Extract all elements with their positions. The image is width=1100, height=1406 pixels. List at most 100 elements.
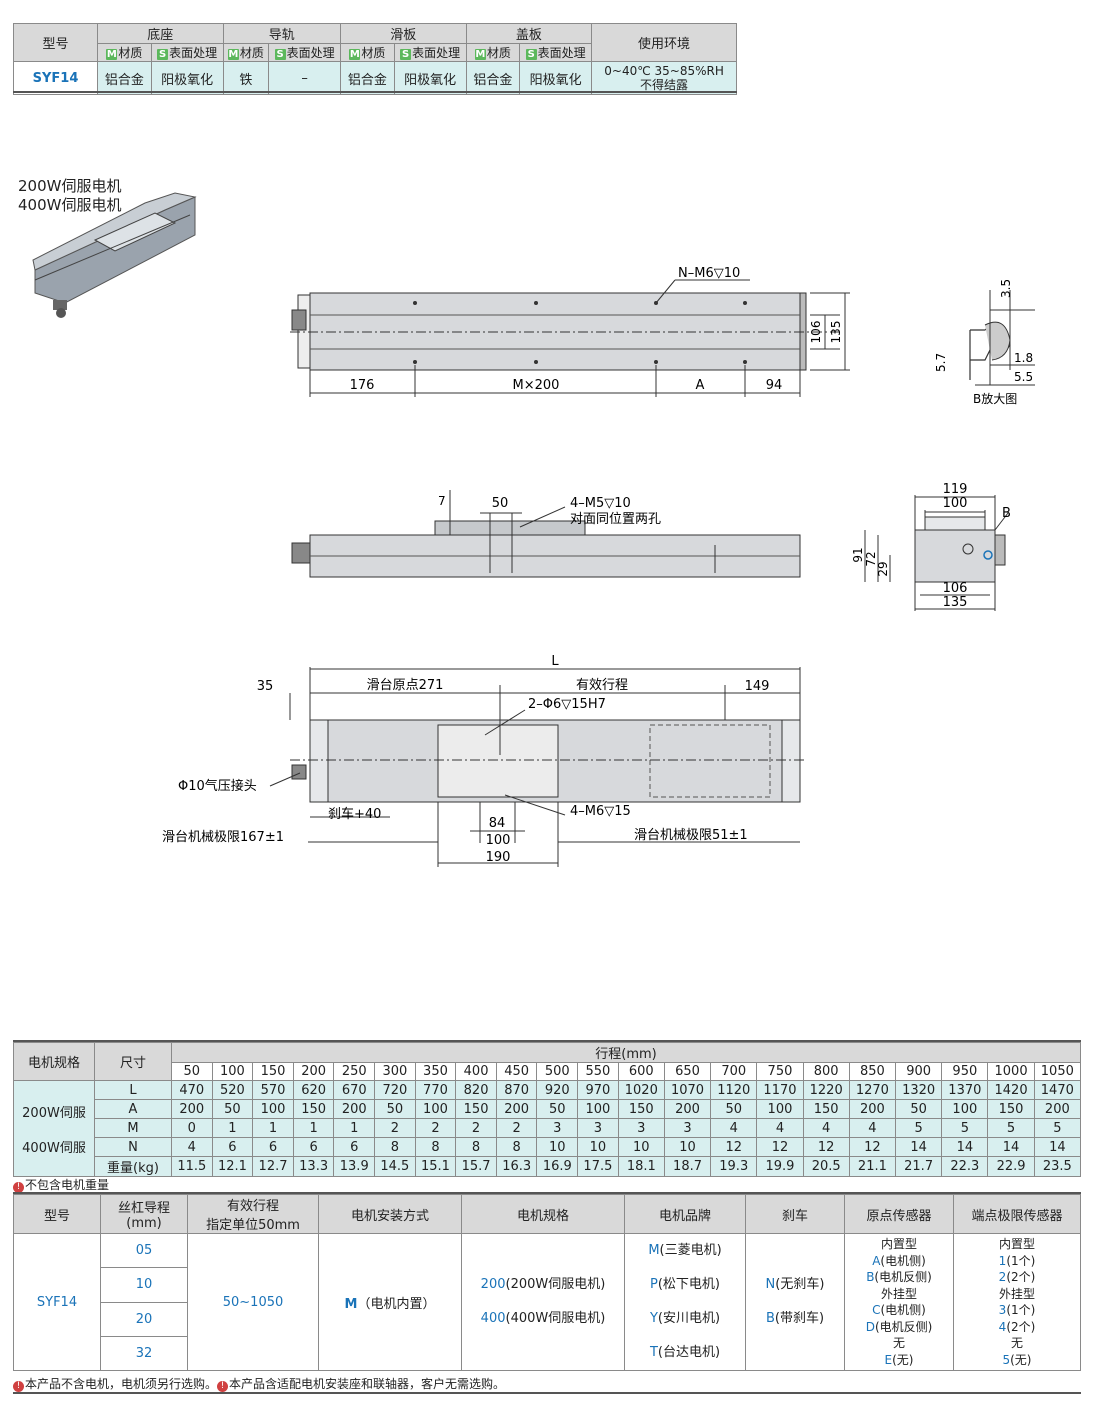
order-brands: M(三菱电机) P(松下电机) Y(安川电机) T(台达电机) <box>624 1233 746 1371</box>
dim-176: 176 <box>350 378 375 393</box>
stroke-cell: 970 <box>577 1080 619 1100</box>
order-lead: 05 <box>100 1232 188 1269</box>
stroke-cell: 4 <box>848 1118 897 1138</box>
brand-option: M(三菱电机) <box>648 1243 722 1258</box>
end-b-marker <box>983 550 993 560</box>
order-lead: 32 <box>100 1335 188 1372</box>
stroke-cell: 5 <box>941 1118 989 1138</box>
plan-35: 35 <box>257 679 274 694</box>
top-hole <box>534 301 538 305</box>
stroke-cell: 23.5 <box>1033 1156 1082 1177</box>
stroke-cell: 6 <box>333 1137 376 1157</box>
stroke-cell: 200 <box>171 1099 213 1119</box>
stroke-cell: 770 <box>414 1080 457 1100</box>
plan-100: 100 <box>486 833 511 848</box>
plan-limit-left: 滑台机械极限167±1 <box>162 830 284 845</box>
stroke-cell: 200 <box>495 1099 538 1119</box>
stroke-cell: 4 <box>171 1137 213 1157</box>
b-35: 3.5 <box>999 280 1013 298</box>
dim-mx200: M×200 <box>513 378 560 393</box>
stroke-cell: 21.7 <box>895 1156 943 1177</box>
order-brake: N(无刹车) B(带刹车) <box>745 1233 845 1371</box>
plan-brake: 刹车+40 <box>328 806 381 822</box>
stroke-cell: 720 <box>374 1080 416 1100</box>
stroke-table-topline <box>13 1040 1081 1042</box>
stroke-cell: 19.3 <box>710 1156 758 1177</box>
b-18: 1.8 <box>1014 351 1033 365</box>
top-hole <box>413 360 417 364</box>
stroke-cell: 150 <box>802 1099 850 1119</box>
b-detail-drawing: 3.5 5.7 1.8 5.5 B放大图 <box>934 280 1035 406</box>
plan-m6: 4–M6▽15 <box>570 804 631 819</box>
motor-caption: 200W伺服电机 400W伺服电机 <box>18 177 122 214</box>
stroke-cell: 5 <box>895 1118 943 1138</box>
plan-view-drawing: L 35 滑台原点271 有效行程 149 2–Φ6▽15H7 Φ10气压接头 … <box>162 655 805 867</box>
stroke-cell: 100 <box>414 1099 457 1119</box>
stroke-cell: 12 <box>848 1137 897 1157</box>
stroke-cell: 2 <box>414 1118 457 1138</box>
stroke-cell: 3 <box>536 1118 579 1138</box>
b-55: 5.5 <box>1014 370 1033 384</box>
top-hole <box>413 301 417 305</box>
brand-option: P(松下电机) <box>650 1277 720 1292</box>
stroke-cell: 13.9 <box>333 1156 376 1177</box>
end-106: 106 <box>943 581 968 596</box>
stroke-cell: 820 <box>455 1080 497 1100</box>
plan-stroke: 有效行程 <box>576 678 628 693</box>
top-n-m6: N–M6▽10 <box>678 266 740 281</box>
end-b-label: B <box>1002 506 1011 521</box>
stroke-cell: 1170 <box>756 1080 804 1100</box>
stroke-h-stroke: 行程(mm) <box>171 1042 1081 1063</box>
order-h-brand: 电机品牌 <box>624 1194 746 1234</box>
stroke-col-header: 850 <box>848 1062 897 1081</box>
note-icon: ! <box>13 1381 24 1392</box>
side-50: 50 <box>492 496 509 511</box>
stroke-col-header: 900 <box>895 1062 943 1081</box>
stroke-cell: 3 <box>617 1118 665 1138</box>
stroke-cell: 20.5 <box>802 1156 850 1177</box>
stroke-cell: 18.1 <box>617 1156 665 1177</box>
stroke-cell: 12 <box>710 1137 758 1157</box>
stroke-col-header: 950 <box>941 1062 989 1081</box>
order-h-limit: 端点极限传感器 <box>953 1194 1081 1234</box>
stroke-cell: 13.3 <box>292 1156 335 1177</box>
stroke-cell: 6 <box>292 1137 335 1157</box>
stroke-cell: 14 <box>1033 1137 1082 1157</box>
stroke-cell: 1320 <box>895 1080 943 1100</box>
stroke-col-header: 1000 <box>987 1062 1035 1081</box>
stroke-cell: 200 <box>333 1099 376 1119</box>
order-table: 型号 丝杠导程(mm) 有效行程指定单位50mm 电机安装方式 电机规格 电机品… <box>13 1194 1081 1372</box>
top-hole <box>743 301 747 305</box>
stroke-cell: 100 <box>577 1099 619 1119</box>
note-icon: ! <box>13 1182 24 1193</box>
stroke-cell: 5 <box>987 1118 1035 1138</box>
brand-option: Y(安川电机) <box>649 1311 721 1326</box>
side-slide-plate <box>434 520 586 536</box>
order-h-stroke: 有效行程指定单位50mm <box>187 1194 319 1234</box>
stroke-cell: 15.7 <box>455 1156 497 1177</box>
order-stroke-range: 50~1050 <box>187 1233 319 1371</box>
stroke-cell: 1370 <box>941 1080 989 1100</box>
stroke-cell: 2 <box>374 1118 416 1138</box>
dim-94: 94 <box>766 378 783 393</box>
stroke-row-label: 重量(kg) <box>94 1156 172 1177</box>
side-view-drawing: 50 7 4–M5▽10 对面同位置两孔 <box>291 490 801 578</box>
top-hole <box>654 360 658 364</box>
stroke-cell: 50 <box>211 1099 254 1119</box>
end-view-drawing: 119 100 B 91 72 29 106 135 <box>851 482 1011 611</box>
order-table-bottomline <box>13 1392 1081 1394</box>
stroke-cell: 10 <box>663 1137 712 1157</box>
stroke-col-header: 150 <box>252 1062 294 1081</box>
stroke-cell: 6 <box>211 1137 254 1157</box>
stroke-cell: 10 <box>617 1137 665 1157</box>
m-tag: M <box>106 49 118 60</box>
